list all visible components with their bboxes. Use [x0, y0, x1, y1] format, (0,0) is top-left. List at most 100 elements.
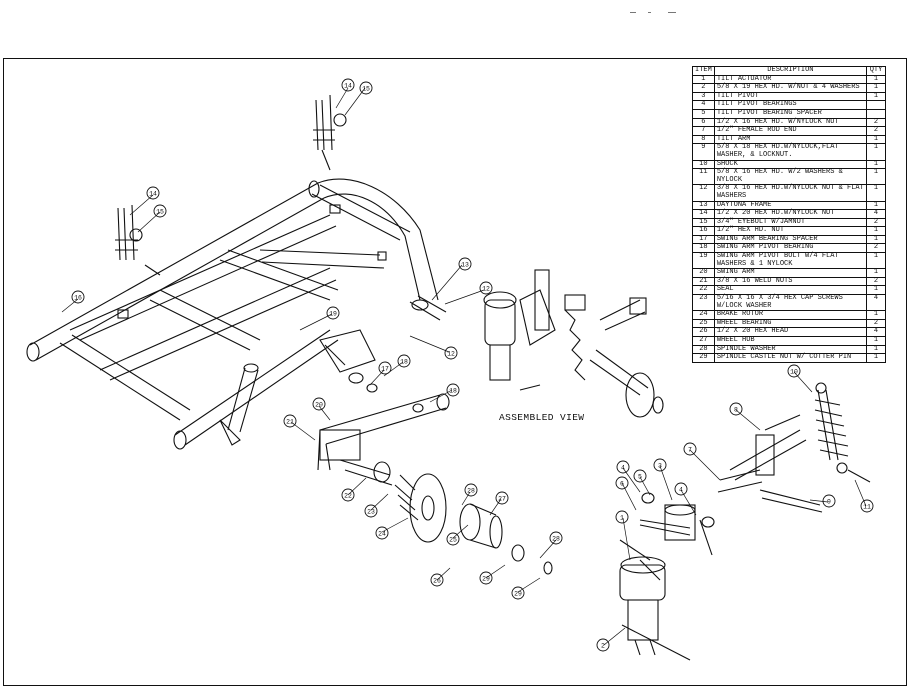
- svg-text:4: 4: [679, 487, 683, 494]
- callout-13: 13: [458, 257, 472, 271]
- row-description: SWING ARM PIVOT BOLT W/4 FLAT WASHERS & …: [713, 252, 868, 270]
- brake-rotor-hub: [394, 473, 553, 575]
- svg-text:26: 26: [433, 578, 441, 585]
- callout-29: 29: [479, 571, 493, 585]
- callout-25: 25: [446, 532, 460, 546]
- svg-text:12: 12: [482, 286, 490, 293]
- callout-18: 18: [446, 383, 460, 397]
- parts-list-header-row: ITEM DESCRIPTION QTY: [692, 66, 886, 76]
- svg-text:28: 28: [552, 536, 560, 543]
- svg-text:14: 14: [149, 191, 157, 198]
- callout-bubbles: 14 15 14 15 16 13 12 19 12 18 17 18 20 2…: [71, 78, 874, 652]
- row-description: 5/8 X 16 HEX HD. W/2 WASHERS & NYLOCK: [713, 168, 868, 186]
- row-item: 12: [692, 184, 715, 202]
- svg-text:29: 29: [482, 576, 490, 583]
- callout-23: 23: [364, 504, 378, 518]
- row-description: WHEEL HUB: [713, 336, 868, 346]
- row-description: TILT PIVOT BEARING SPACER: [713, 108, 868, 119]
- assembled-view-graphic: [483, 269, 664, 418]
- callout-2: 2: [596, 638, 610, 652]
- svg-text:14: 14: [344, 83, 352, 90]
- callout-27: 27: [495, 491, 509, 505]
- assembled-view-label: ASSEMBLED VIEW: [499, 412, 585, 423]
- svg-text:4: 4: [621, 465, 625, 472]
- callout-28: 28: [549, 531, 563, 545]
- header-item: ITEM: [692, 66, 715, 76]
- callout-3: 3: [653, 458, 667, 472]
- callout-26: 26: [430, 573, 444, 587]
- row-qty: 1: [866, 83, 886, 93]
- row-description: 5/8 X 18 HEX HD.W/NYLOCK,FLAT WASHER, & …: [713, 143, 868, 161]
- svg-text:13: 13: [461, 262, 469, 269]
- row-description: 5/16 X 16 X 3/4 HEX CAP SCREWS W/LOCK WA…: [713, 294, 868, 312]
- row-item: 7: [692, 126, 715, 136]
- callout-20: 20: [312, 397, 326, 411]
- callout-10: 10: [787, 364, 801, 378]
- scan-speck: [668, 12, 676, 13]
- callout-8: 8: [729, 402, 743, 416]
- svg-text:7: 7: [688, 447, 692, 454]
- callout-16: 16: [71, 290, 85, 304]
- callout-21: 21: [283, 414, 297, 428]
- callout-22: 22: [341, 488, 355, 502]
- callout-12: 12: [479, 281, 493, 295]
- callout-15: 15: [153, 204, 167, 218]
- row-qty: 1: [866, 143, 886, 161]
- callout-5: 5: [633, 469, 647, 483]
- svg-text:24: 24: [378, 531, 386, 538]
- svg-text:20: 20: [315, 402, 323, 409]
- row-item: 14: [692, 209, 715, 219]
- row-description: 1/2 X 20 HEX HD.W/NYLOCK NUT: [713, 209, 868, 219]
- row-qty: 1: [866, 184, 886, 202]
- svg-text:8: 8: [734, 407, 738, 414]
- svg-text:12: 12: [447, 351, 455, 358]
- row-qty: 2: [866, 126, 886, 136]
- swing-arm: [317, 372, 450, 486]
- scan-speck: [648, 12, 651, 13]
- scan-speck: [630, 12, 636, 13]
- header-description: DESCRIPTION: [713, 66, 868, 76]
- svg-text:5: 5: [638, 474, 642, 481]
- callout-17: 17: [378, 361, 392, 375]
- callout-4: 4: [674, 482, 688, 496]
- row-description: 3/8 X 16 HEX HD.W/NYLOCK NUT & FLAT WASH…: [713, 184, 868, 202]
- svg-text:29: 29: [514, 591, 522, 598]
- svg-text:23: 23: [367, 509, 375, 516]
- callout-29: 29: [511, 586, 525, 600]
- svg-text:28: 28: [467, 488, 475, 495]
- svg-text:18: 18: [400, 359, 408, 366]
- callout-15: 15: [359, 81, 373, 95]
- callout-19: 19: [326, 306, 340, 320]
- svg-text:21: 21: [286, 419, 294, 426]
- svg-text:19: 19: [329, 311, 337, 318]
- row-item: 5: [692, 108, 715, 119]
- daytona-frame: [26, 178, 447, 450]
- callout-11: 11: [860, 499, 874, 513]
- row-description: 1/2" FEMALE ROD END: [713, 126, 868, 136]
- svg-text:16: 16: [74, 295, 82, 302]
- row-qty: 4: [866, 294, 886, 312]
- callout-18: 18: [397, 354, 411, 368]
- tilt-arm-exploded: [717, 382, 871, 513]
- svg-text:6: 6: [620, 481, 624, 488]
- callout-9: 9: [822, 494, 836, 508]
- svg-text:10: 10: [790, 369, 798, 376]
- row-item: 9: [692, 143, 715, 161]
- row-description: SPINDLE CASTLE NUT W/ COTTER PIN: [713, 353, 868, 363]
- row-qty: 4: [866, 209, 886, 219]
- svg-text:15: 15: [156, 209, 164, 216]
- callout-6: 6: [615, 476, 629, 490]
- svg-text:11: 11: [863, 504, 871, 511]
- row-qty: [866, 100, 886, 110]
- row-description: 5/8 X 19 HEX HD. W/NUT & 4 WASHERS: [713, 83, 868, 93]
